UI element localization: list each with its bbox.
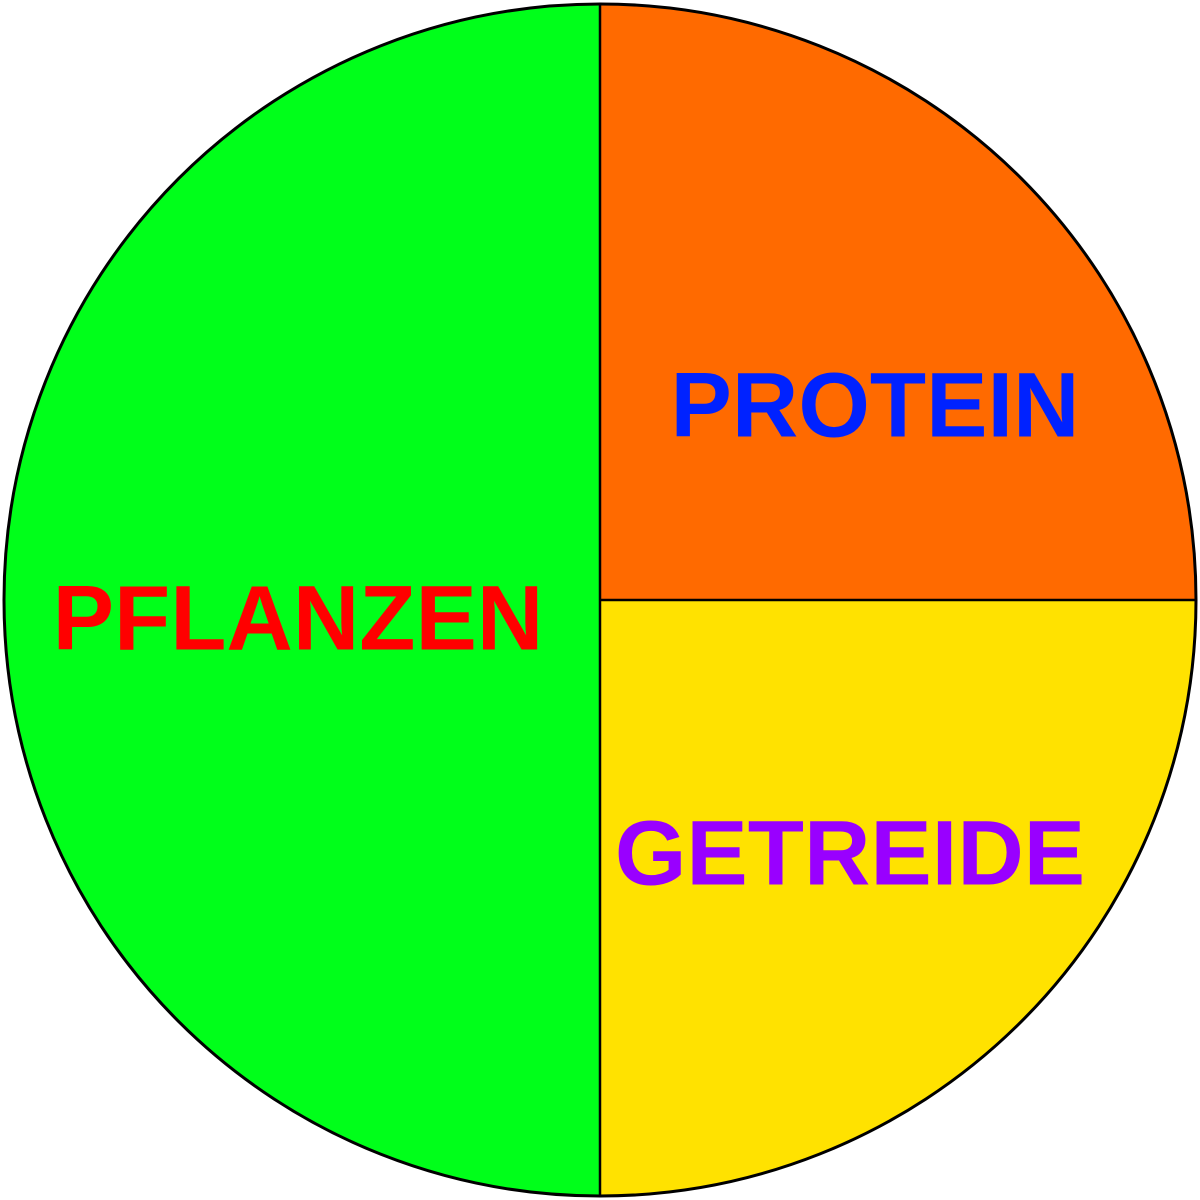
pie-slice-getreide — [600, 600, 1196, 1196]
pie-slices — [4, 4, 1196, 1196]
slice-label-pflanzen: PFLANZEN — [53, 567, 544, 669]
slice-labels: PROTEIN GETREIDE PFLANZEN — [53, 354, 1085, 904]
slice-label-getreide: GETREIDE — [615, 802, 1085, 904]
pie-slice-pflanzen — [4, 4, 600, 1196]
pie-slice-protein — [600, 4, 1196, 600]
slice-label-protein: PROTEIN — [671, 354, 1080, 456]
slice-dividers — [598, 4, 1196, 1196]
